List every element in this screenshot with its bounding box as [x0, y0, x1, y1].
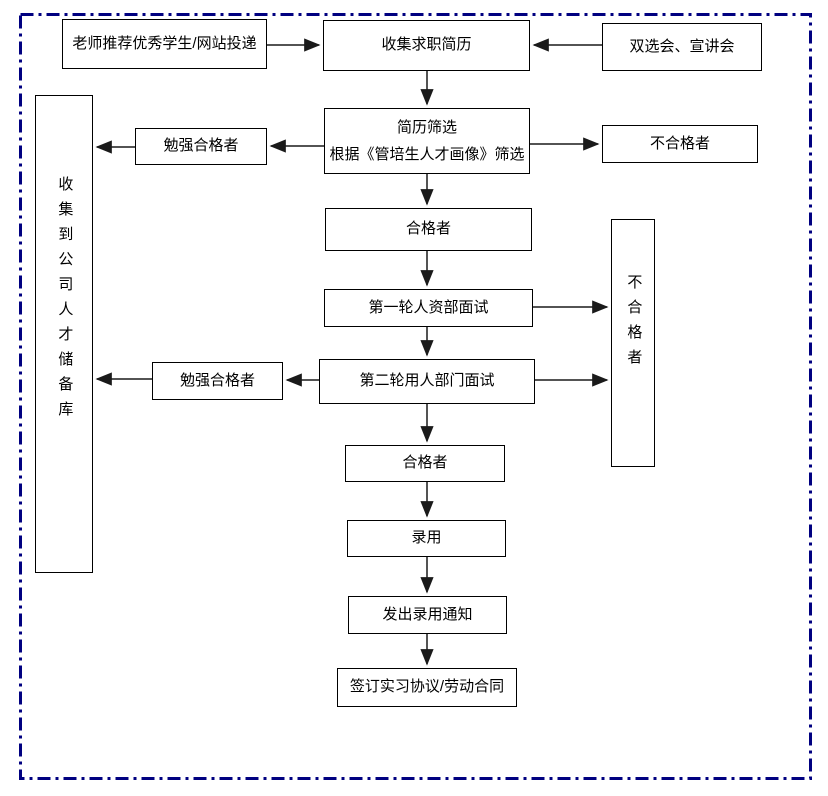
node-qualified-2: 合格者 [345, 445, 505, 482]
node-sign-contract-label: 签订实习协议/劳动合同 [349, 678, 505, 696]
node-qualified-1: 合格者 [325, 208, 532, 251]
node-resume-screening: 简历筛选 根据《管培生人才画像》筛选 [324, 108, 530, 174]
node-job-fair-label: 双选会、宣讲会 [629, 37, 735, 55]
node-talent-pool: 收集到公司人才储备库 [35, 95, 93, 573]
node-qualified-2-label: 合格者 [402, 454, 448, 472]
node-offer-notice-label: 发出录用通知 [382, 605, 473, 623]
node-barely-qualified-2: 勉强合格者 [152, 362, 283, 400]
node-teacher-recommend-label: 老师推荐优秀学生/网站投递 [72, 34, 257, 52]
node-barely-qualified-1: 勉强合格者 [135, 128, 267, 165]
node-sign-contract: 签订实习协议/劳动合同 [337, 668, 517, 707]
node-first-interview-label: 第一轮人资部面试 [368, 298, 489, 316]
node-first-interview: 第一轮人资部面试 [324, 289, 533, 327]
node-offer-notice: 发出录用通知 [348, 596, 507, 634]
outer-dashed-border [19, 13, 812, 780]
node-qualified-1-label: 合格者 [405, 220, 451, 238]
node-resume-screening-line2: 根据《管培生人才画像》筛选 [329, 146, 525, 163]
node-second-interview: 第二轮用人部门面试 [319, 359, 535, 404]
node-unqualified-right: 不合格者 [611, 219, 655, 467]
node-unqualified-top: 不合格者 [602, 125, 758, 163]
node-teacher-recommend: 老师推荐优秀学生/网站投递 [62, 19, 267, 69]
node-collect-resumes: 收集求职简历 [323, 20, 530, 71]
node-unqualified-right-label: 不合格者 [625, 274, 643, 374]
node-barely-qualified-1-label: 勉强合格者 [163, 137, 239, 155]
node-job-fair: 双选会、宣讲会 [602, 23, 762, 71]
node-collect-resumes-label: 收集求职简历 [381, 36, 472, 54]
node-resume-screening-line1: 简历筛选 [396, 119, 457, 136]
node-unqualified-top-label: 不合格者 [649, 134, 710, 152]
node-talent-pool-label: 收集到公司人才储备库 [56, 176, 74, 426]
node-hire: 录用 [347, 520, 506, 557]
node-hire-label: 录用 [411, 529, 442, 547]
node-second-interview-label: 第二轮用人部门面试 [359, 372, 495, 390]
node-barely-qualified-2-label: 勉强合格者 [179, 371, 255, 389]
